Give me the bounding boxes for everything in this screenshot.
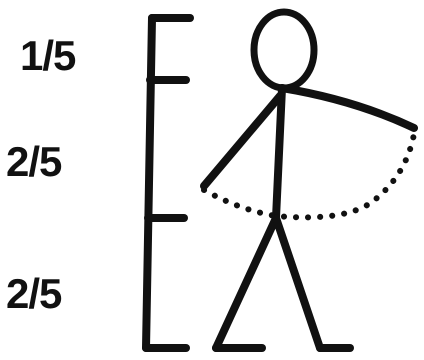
head-fraction-label: 1/5	[20, 32, 76, 79]
stick-figure	[204, 12, 414, 348]
figure-torso	[276, 88, 282, 218]
measurement-bracket	[146, 18, 190, 348]
torso-fraction-label: 2/5	[6, 138, 62, 185]
figure-left-leg	[216, 218, 276, 348]
figure-right-leg	[276, 218, 320, 348]
bracket-spine	[146, 18, 152, 348]
figure-head	[254, 12, 314, 88]
legs-fraction-label: 2/5	[6, 270, 62, 317]
figure-left-arm	[204, 96, 280, 186]
figure-raised-arm	[282, 88, 414, 128]
